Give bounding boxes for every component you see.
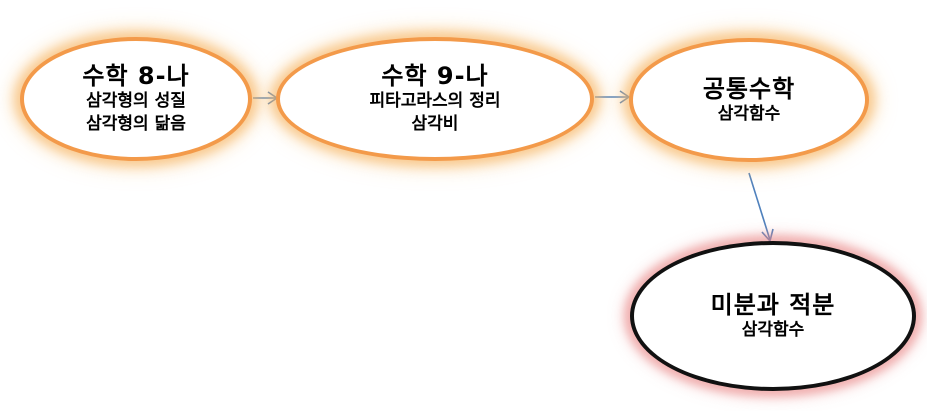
node-math-8-na: 수학 8-나 삼각형의 성질 삼각형의 닮음 (20, 37, 252, 161)
node-math-9-na: 수학 9-나 피타고라스의 정리 삼각비 (276, 37, 594, 161)
node-topic: 삼각형의 성질 (86, 91, 186, 111)
node-title: 수학 8-나 (82, 62, 190, 90)
arrow-2-to-3 (595, 90, 631, 104)
node-common-math: 공통수학 삼각함수 (629, 38, 869, 162)
node-topic: 삼각함수 (741, 319, 805, 340)
node-title: 수학 9-나 (381, 62, 489, 90)
node-topic: 삼각비 (411, 114, 459, 134)
node-title: 공통수학 (702, 74, 796, 103)
node-topic: 삼각형의 닮음 (86, 114, 186, 134)
node-calculus: 미분과 적분 삼각함수 (630, 241, 916, 391)
arrow-1-to-2 (253, 91, 279, 105)
node-title: 미분과 적분 (710, 290, 836, 319)
node-topic: 피타고라스의 정리 (369, 91, 501, 111)
node-topic: 삼각함수 (717, 103, 781, 124)
arrow-3-to-4 (748, 172, 774, 243)
